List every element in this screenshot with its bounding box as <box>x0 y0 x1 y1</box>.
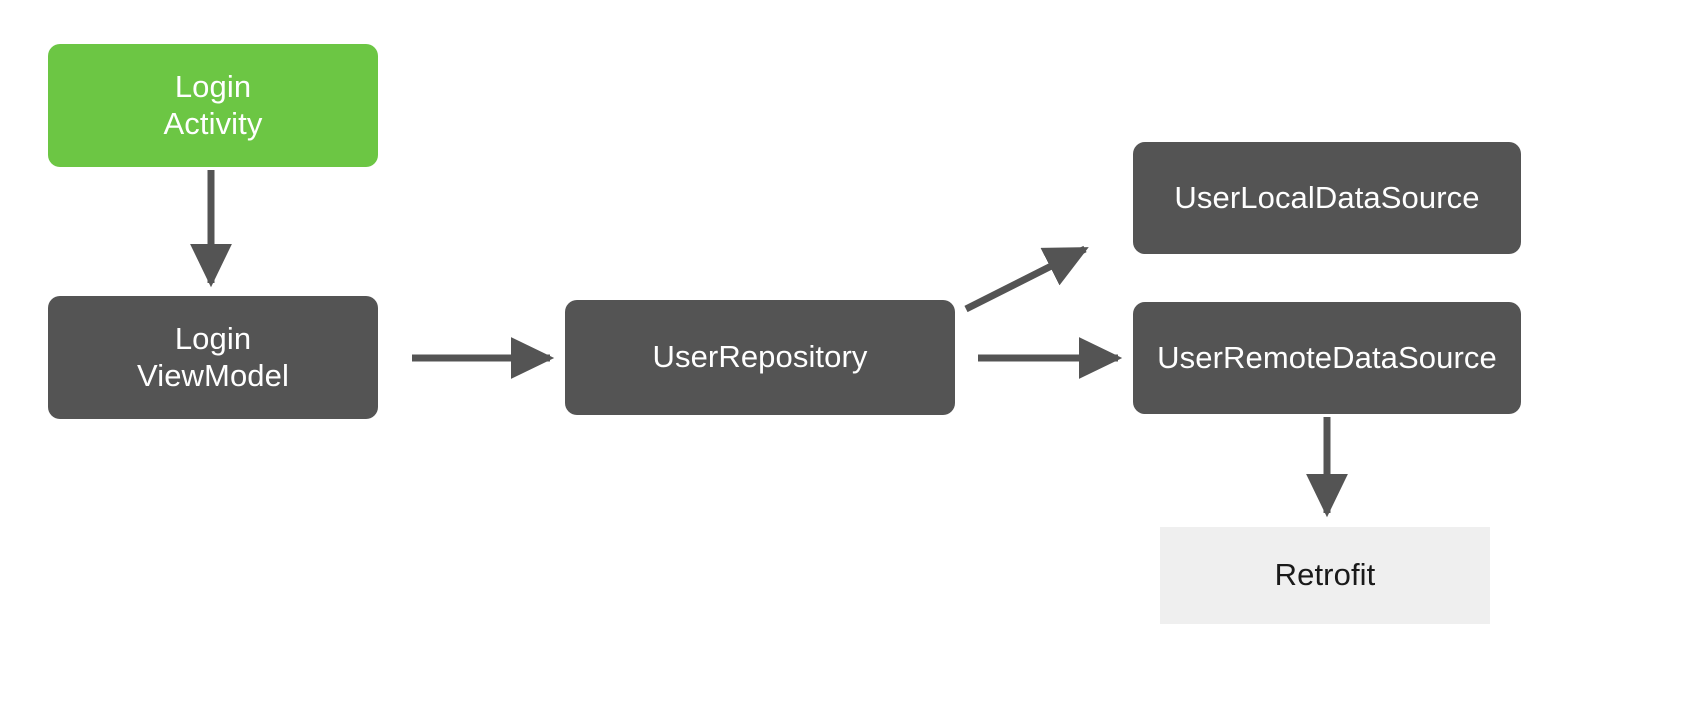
node-user-remote-datasource[interactable]: UserRemoteDataSource <box>1133 302 1521 414</box>
node-retrofit[interactable]: Retrofit <box>1160 527 1490 624</box>
node-login-viewmodel[interactable]: Login ViewModel <box>48 296 378 419</box>
node-login-activity[interactable]: Login Activity <box>48 44 378 167</box>
node-user-repository[interactable]: UserRepository <box>565 300 955 415</box>
edge-repository-to-local <box>964 245 1089 313</box>
node-user-local-datasource[interactable]: UserLocalDataSource <box>1133 142 1521 254</box>
